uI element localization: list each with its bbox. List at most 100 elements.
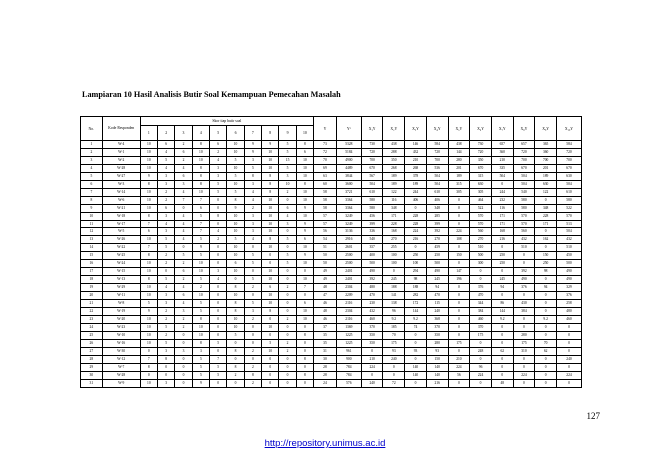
table-cell: 94 [534,283,557,293]
table-cell: 384 [469,307,492,316]
table-cell: 10 [226,251,245,261]
table-cell: 560 [469,227,492,237]
table-cell: 540 [360,235,384,245]
table-cell: 7 [139,219,158,229]
table-cell: 0 [295,378,315,388]
stat-header: X₃Y [404,116,427,141]
table-cell: 10 [226,322,245,332]
kode-header: Kode Responden [101,116,141,141]
table-cell: 9 [295,219,315,229]
item-header: 7 [243,125,263,141]
table-cell: 57 [313,219,337,229]
table-cell: 0 [534,227,557,237]
table-cell: 406 [425,195,449,205]
table-cell: 5184 [335,147,362,157]
table-cell: 3 [156,346,176,356]
table-cell: 5 [156,275,176,285]
table-cell: W-2 [101,155,141,165]
table-cell: 510 [555,243,583,253]
table-cell: 10 [278,179,297,189]
table-cell: 2 [278,314,297,324]
table-cell: 8 [191,163,211,173]
table-cell: 0 [490,362,514,372]
table-cell: 10 [139,203,158,213]
no-header: No. [80,116,103,141]
table-cell: 570 [469,219,492,229]
table-cell: 50 [313,251,337,261]
table-cell: 504 [360,179,384,189]
table-cell: 2 [243,378,263,388]
table-cell: 8 [243,171,263,181]
table-cell: 3 [243,179,263,189]
table-cell: 5 [278,147,297,157]
table-cell: 5328 [335,140,362,149]
table-cell: 0 [534,378,557,388]
table-cell: 2916 [335,235,362,245]
table-cell: 15 [278,155,297,165]
table-cell: 0 [209,299,228,309]
table-cell: 504 [512,171,536,181]
table-cell: 0 [209,195,228,205]
table-cell: 9 [191,378,211,388]
table-cell: 9 [295,227,315,237]
table-cell: 10 [261,346,280,356]
stat-header: X₅Y [447,116,471,141]
table-cell: 0 [490,354,514,364]
table-cell: 2 [80,147,103,157]
table-cell: 0 [447,219,471,229]
table-cell: 10 [191,267,211,277]
table-cell: 6 [174,291,193,301]
table-cell: 144 [404,307,427,316]
table-cell: 28 [313,370,337,380]
table-cell: 250 [490,251,514,261]
table-cell: 8 [139,251,158,261]
table-cell: 657 [490,140,514,149]
table-cell: 376 [555,291,583,301]
table-cell: 224 [404,227,427,237]
table-cell: 0 [278,330,297,340]
table-cell: 0 [469,338,492,348]
table-cell: 10 [261,147,280,157]
table-cell: 8 [156,354,176,364]
table-cell: 108 [447,235,471,245]
table-cell: 189 [447,171,471,181]
table-cell: 730 [469,140,492,149]
table-cell: 357 [360,243,384,253]
table-cell: 657 [512,140,536,149]
table-cell: 10 [261,163,280,173]
table-cell: 224 [555,370,583,380]
table-cell: 5 [243,163,263,173]
table-cell: 5 [243,251,263,261]
table-cell: 0 [278,370,297,380]
repository-link[interactable]: http://repository.unimus.ac.id [264,438,386,449]
table-cell: 0 [447,243,471,253]
table-cell: 8 [226,307,245,316]
table-cell: 10 [226,147,245,157]
table-cell: 504 [490,171,514,181]
table-cell: 0 [490,338,514,348]
table-cell: 96 [382,307,406,316]
table-cell: 0 [490,330,514,340]
table-cell: 6 [295,147,315,157]
stat-header: X₁₀Y [555,116,583,141]
table-cell: 0 [295,267,315,277]
table-cell: 0 [512,291,536,301]
table-cell: 0 [447,203,471,213]
table-cell: 10 [139,195,158,205]
table-cell: 500 [360,259,384,269]
table-cell: 228 [382,219,406,229]
table-cell: 560 [512,227,536,237]
table-cell: 3 [156,291,176,301]
table-cell: 0 [156,370,176,380]
table-cell: 5 [226,187,245,197]
table-cell: 4 [243,235,263,245]
table-cell: 580 [555,195,583,205]
page-title: Lampiaran 10 Hasil Analisis Butir Soal K… [82,90,341,99]
table-cell: 7 [80,187,103,197]
table-cell: 10 [191,330,211,340]
table-cell: 2 [174,259,193,269]
stat-header: Y [313,116,337,141]
table-cell: 140 [404,362,427,372]
